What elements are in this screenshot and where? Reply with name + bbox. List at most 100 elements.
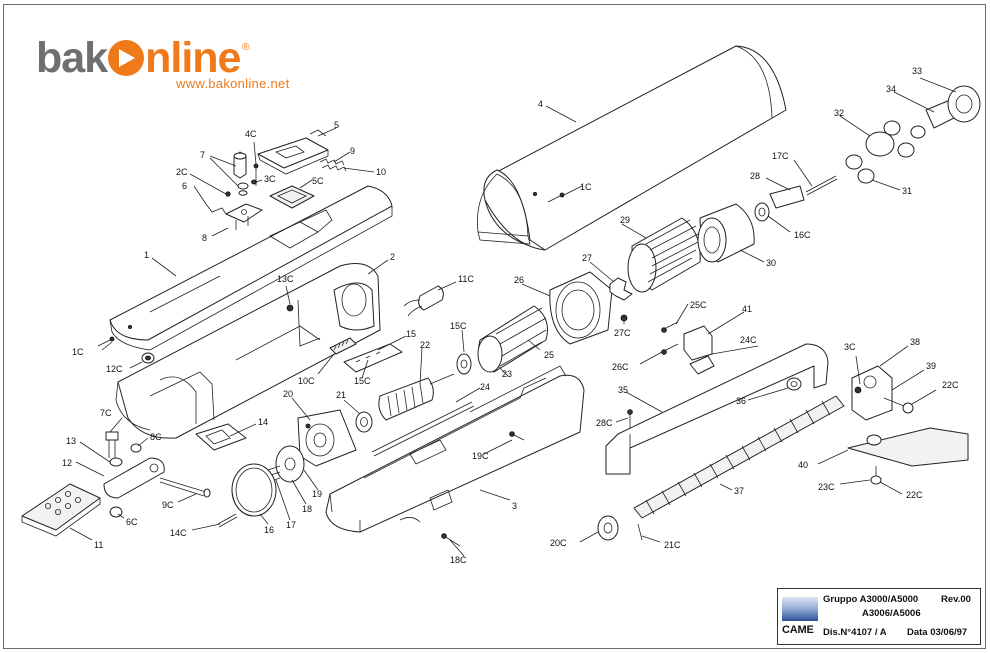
label-28C: 28C xyxy=(596,418,613,428)
label-10: 10 xyxy=(376,167,386,177)
label-21C: 21C xyxy=(664,540,681,550)
part-14-plate xyxy=(195,423,247,451)
part-34-33-ends xyxy=(925,85,981,129)
part-40-plate xyxy=(847,427,969,485)
part-31-32-planetary xyxy=(845,120,926,184)
part-26-flange xyxy=(549,271,613,345)
label-27: 27 xyxy=(582,253,592,263)
label-3C-b: 3C xyxy=(844,342,856,352)
label-7: 7 xyxy=(200,150,205,160)
label-31: 31 xyxy=(902,186,912,196)
label-20: 20 xyxy=(283,389,293,399)
part-12C-nut xyxy=(141,352,155,364)
parts-18C-19C-screws xyxy=(441,431,525,547)
label-16: 16 xyxy=(264,525,274,535)
label-8: 8 xyxy=(202,233,207,243)
label-25C: 25C xyxy=(690,300,707,310)
label-24C: 24C xyxy=(740,335,757,345)
part-24-rod xyxy=(371,401,475,457)
label-12C: 12C xyxy=(106,364,123,374)
label-38: 38 xyxy=(910,337,920,347)
part-36-spacer xyxy=(786,377,802,391)
label-9C: 9C xyxy=(162,500,174,510)
part-labels: 1 2 3 4 5 6 7 8 9 10 11 12 13 14 15 16 1… xyxy=(62,66,959,565)
label-19: 19 xyxy=(312,489,322,499)
label-22C-b: 22C xyxy=(906,490,923,500)
label-2C: 2C xyxy=(176,167,188,177)
part-38-39-bracket xyxy=(851,365,914,421)
title-models: A3006/A5006 xyxy=(862,608,921,619)
label-21: 21 xyxy=(336,390,346,400)
label-4: 4 xyxy=(538,99,543,109)
label-10C: 10C xyxy=(298,376,315,386)
label-27C: 27C xyxy=(614,328,631,338)
label-13: 13 xyxy=(66,436,76,446)
label-33: 33 xyxy=(912,66,922,76)
label-12: 12 xyxy=(62,458,72,468)
label-20C: 20C xyxy=(550,538,567,548)
label-39: 39 xyxy=(926,361,936,371)
part-23-25-motor xyxy=(456,305,548,375)
label-18C: 18C xyxy=(450,555,467,565)
label-9: 9 xyxy=(350,146,355,156)
label-35: 35 xyxy=(618,385,628,395)
part-14C-screw xyxy=(217,513,238,528)
label-1C-a: 1C xyxy=(72,347,84,357)
title-drawing-number: Dis.N°4107 / A xyxy=(823,627,887,638)
logo-arrow-icon xyxy=(108,40,145,76)
came-flag-icon xyxy=(782,597,818,621)
registered-mark: ® xyxy=(242,42,250,53)
label-22C-a: 22C xyxy=(942,380,959,390)
part-28C-screw xyxy=(627,409,633,430)
label-40: 40 xyxy=(798,460,808,470)
part-20C-21C xyxy=(597,515,643,541)
label-7C: 7C xyxy=(100,408,112,418)
label-22: 22 xyxy=(420,340,430,350)
part-29-ring-gear xyxy=(627,217,701,293)
part-16-end-cap xyxy=(231,463,277,517)
logo-prefix: bak xyxy=(36,34,108,82)
label-25: 25 xyxy=(544,350,554,360)
label-11C: 11C xyxy=(458,274,474,284)
label-14C: 14C xyxy=(170,528,187,538)
label-11: 11 xyxy=(94,540,103,550)
label-8C: 8C xyxy=(150,432,162,442)
label-6C: 6C xyxy=(126,517,138,527)
label-28: 28 xyxy=(750,171,760,181)
label-23: 23 xyxy=(502,369,512,379)
label-19C: 19C xyxy=(472,451,489,461)
title-revision: Rev.00 xyxy=(941,594,971,605)
part-1-upper-housing xyxy=(109,185,393,351)
label-18: 18 xyxy=(302,504,312,514)
label-15: 15 xyxy=(406,329,416,339)
logo-url: www.bakonline.net xyxy=(176,76,290,91)
part-35-arm xyxy=(605,343,829,475)
label-17: 17 xyxy=(286,520,296,530)
label-23C: 23C xyxy=(818,482,835,492)
label-3: 3 xyxy=(512,501,517,511)
label-15C-a: 15C xyxy=(354,376,371,386)
part-37-worm-screw xyxy=(633,395,845,519)
came-logo: CAME xyxy=(782,597,818,637)
title-date: Data 03/06/97 xyxy=(907,627,968,638)
label-4C: 4C xyxy=(245,129,257,139)
part-19-18-gears xyxy=(267,445,305,483)
label-32: 32 xyxy=(834,108,844,118)
part-27-27C xyxy=(609,277,633,322)
parts-25C-26C-41-24C xyxy=(661,321,715,375)
part-21-bearing xyxy=(355,411,373,433)
label-37: 37 xyxy=(734,486,744,496)
label-2: 2 xyxy=(390,252,395,262)
label-24: 24 xyxy=(480,382,490,392)
label-3C-a: 3C xyxy=(264,174,276,184)
part-30-housing xyxy=(697,203,755,263)
part-3-lower-body xyxy=(325,365,585,533)
parts-13C-10C-15C xyxy=(286,304,403,373)
label-15C-b: 15C xyxy=(450,321,467,331)
part-2-base-frame xyxy=(115,263,381,439)
label-14: 14 xyxy=(258,417,268,427)
label-16C: 16C xyxy=(794,230,811,240)
